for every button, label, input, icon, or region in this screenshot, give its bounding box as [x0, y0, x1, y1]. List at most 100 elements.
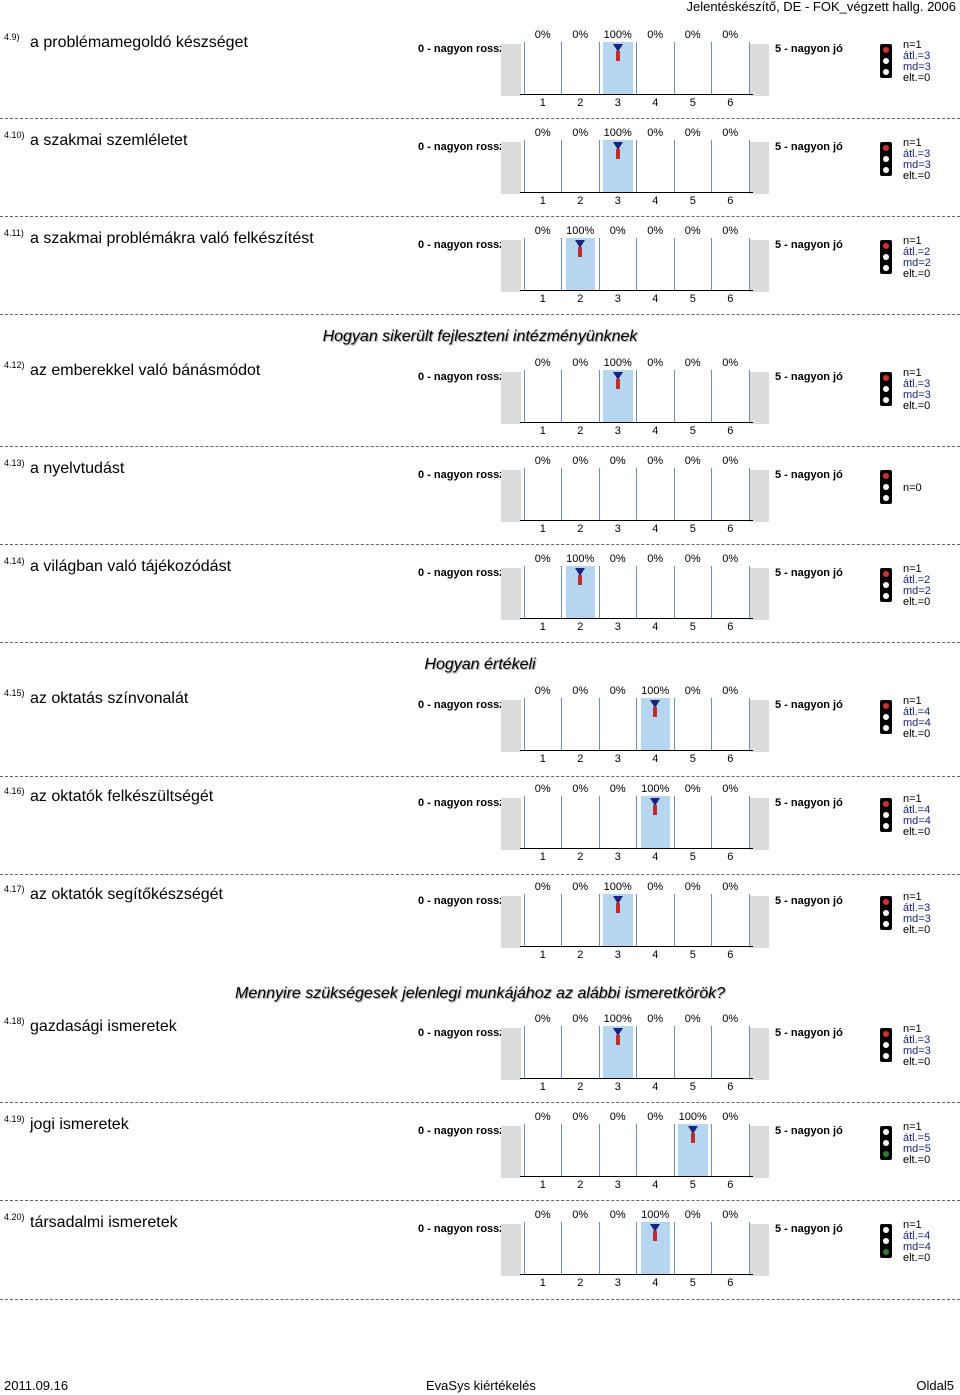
- scale-gridline: [711, 1222, 712, 1274]
- stat-line: átl.=4: [903, 804, 931, 816]
- scale-tick-label: 6: [727, 293, 734, 305]
- scale-tick-label: 6: [727, 1179, 734, 1191]
- scale-left-label: 0 - nagyon rossz: [418, 43, 505, 55]
- scale-right-label: 5 - nagyon jó: [775, 43, 843, 55]
- stat-line: md=2: [903, 585, 931, 597]
- traffic-light-icon: [880, 44, 892, 78]
- percent-label: 0%: [572, 455, 589, 467]
- scale-tick-label: 3: [614, 1277, 621, 1289]
- mean-marker: [650, 700, 661, 718]
- scale-tick-label: 5: [689, 949, 696, 961]
- scale-gridline: [523, 1026, 525, 1078]
- scale-gridline: [673, 140, 675, 192]
- percent-label: 0%: [647, 1111, 664, 1123]
- question-text: az oktatás színvonalát: [30, 690, 189, 707]
- scale-gridline: [598, 1124, 600, 1176]
- scale-tick-label: 6: [727, 949, 734, 961]
- scale-left-label: 0 - nagyon rossz: [418, 1223, 505, 1235]
- percent-label: 0%: [647, 455, 664, 467]
- stat-line: elt.=0: [903, 170, 931, 182]
- separator-line: [0, 1102, 960, 1103]
- traffic-light-lamp: [883, 1227, 889, 1233]
- section-title: Mennyire szükségesek jelenlegi munkájáho…: [234, 985, 726, 1002]
- scale-left-label: 0 - nagyon rossz: [418, 895, 505, 907]
- mean-marker: [650, 798, 661, 816]
- stat-line: elt.=0: [903, 72, 931, 84]
- scale-gridline: [673, 1026, 675, 1078]
- scale-left-label: 0 - nagyon rossz: [418, 1027, 505, 1039]
- scale-gridline: [748, 1026, 750, 1078]
- scale-tick-label: 3: [614, 949, 621, 961]
- scale-baseline: [520, 750, 753, 751]
- question-number: 4.17): [4, 884, 25, 894]
- percent-label: 0%: [722, 29, 739, 41]
- scale-tick-label: 6: [727, 621, 734, 633]
- percent-label: 100%: [641, 1209, 670, 1221]
- percent-label: 0%: [534, 1111, 551, 1123]
- scale-tick-label: 2: [577, 1081, 584, 1093]
- footer-center-text: EvaSys kiértékelés: [426, 1378, 536, 1393]
- scale-tick-label: 4: [652, 293, 659, 305]
- traffic-light-lamp: [883, 243, 889, 249]
- scale-gridline: [748, 468, 750, 520]
- percent-label: 100%: [603, 1013, 632, 1025]
- percent-label: 100%: [678, 1111, 707, 1123]
- traffic-light-lamp: [883, 1053, 889, 1059]
- scale-tick-label: 2: [577, 949, 584, 961]
- scale-tick-label: 6: [727, 523, 734, 535]
- scale-gridline: [636, 894, 637, 946]
- scale-tick-label: 3: [614, 425, 621, 437]
- scale-tick-label: 3: [614, 195, 621, 207]
- percent-label: 0%: [534, 357, 551, 369]
- mean-marker: [612, 44, 623, 62]
- scale-gridline: [711, 796, 712, 848]
- scale-tick-label: 6: [727, 425, 734, 437]
- traffic-light-lamp: [883, 1042, 889, 1048]
- section-title: Hogyan értékeli: [424, 656, 536, 673]
- traffic-light-lamp: [883, 921, 889, 927]
- scale-high-box: [749, 1126, 769, 1178]
- scale-right-label: 5 - nagyon jó: [775, 699, 843, 711]
- scale-tick-label: 1: [539, 97, 546, 109]
- separator-line: [0, 776, 960, 777]
- stat-line: n=1: [903, 367, 922, 379]
- scale-gridline: [636, 238, 637, 290]
- mean-marker: [612, 1028, 623, 1046]
- scale-gridline: [561, 140, 562, 192]
- traffic-light-lamp: [883, 1238, 889, 1244]
- scale-high-box: [749, 896, 769, 948]
- question-text: a szakmai problémákra való felkészítést: [30, 230, 314, 247]
- scale-tick-label: 2: [577, 293, 584, 305]
- footer-date: 2011.09.16: [4, 1378, 69, 1393]
- scale-tick-label: 4: [652, 97, 659, 109]
- scale-gridline: [748, 698, 750, 750]
- scale-gridline: [636, 140, 637, 192]
- scale-left-label: 0 - nagyon rossz: [418, 1125, 505, 1137]
- scale-gridline: [523, 698, 525, 750]
- traffic-light-lamp: [883, 386, 889, 392]
- percent-label: 0%: [609, 1209, 626, 1221]
- scale-gridline: [561, 566, 562, 618]
- scale-tick-label: 4: [652, 1081, 659, 1093]
- question-text: gazdasági ismeretek: [30, 1018, 177, 1035]
- separator-line: [0, 874, 960, 875]
- scale-gridline: [523, 238, 525, 290]
- scale-tick-label: 3: [614, 293, 621, 305]
- scale-tick-label: 2: [577, 195, 584, 207]
- percent-label: 0%: [722, 553, 739, 565]
- percent-label: 0%: [534, 455, 551, 467]
- scale-low-box: [501, 1126, 521, 1178]
- traffic-light-lamp: [883, 375, 889, 381]
- percent-label: 0%: [647, 1013, 664, 1025]
- mean-marker: [650, 1224, 661, 1242]
- scale-left-label: 0 - nagyon rossz: [418, 239, 505, 251]
- stat-line: átl.=2: [903, 246, 931, 258]
- scale-gridline: [711, 468, 712, 520]
- scale-tick-label: 6: [727, 1081, 734, 1093]
- percent-label: 0%: [609, 553, 626, 565]
